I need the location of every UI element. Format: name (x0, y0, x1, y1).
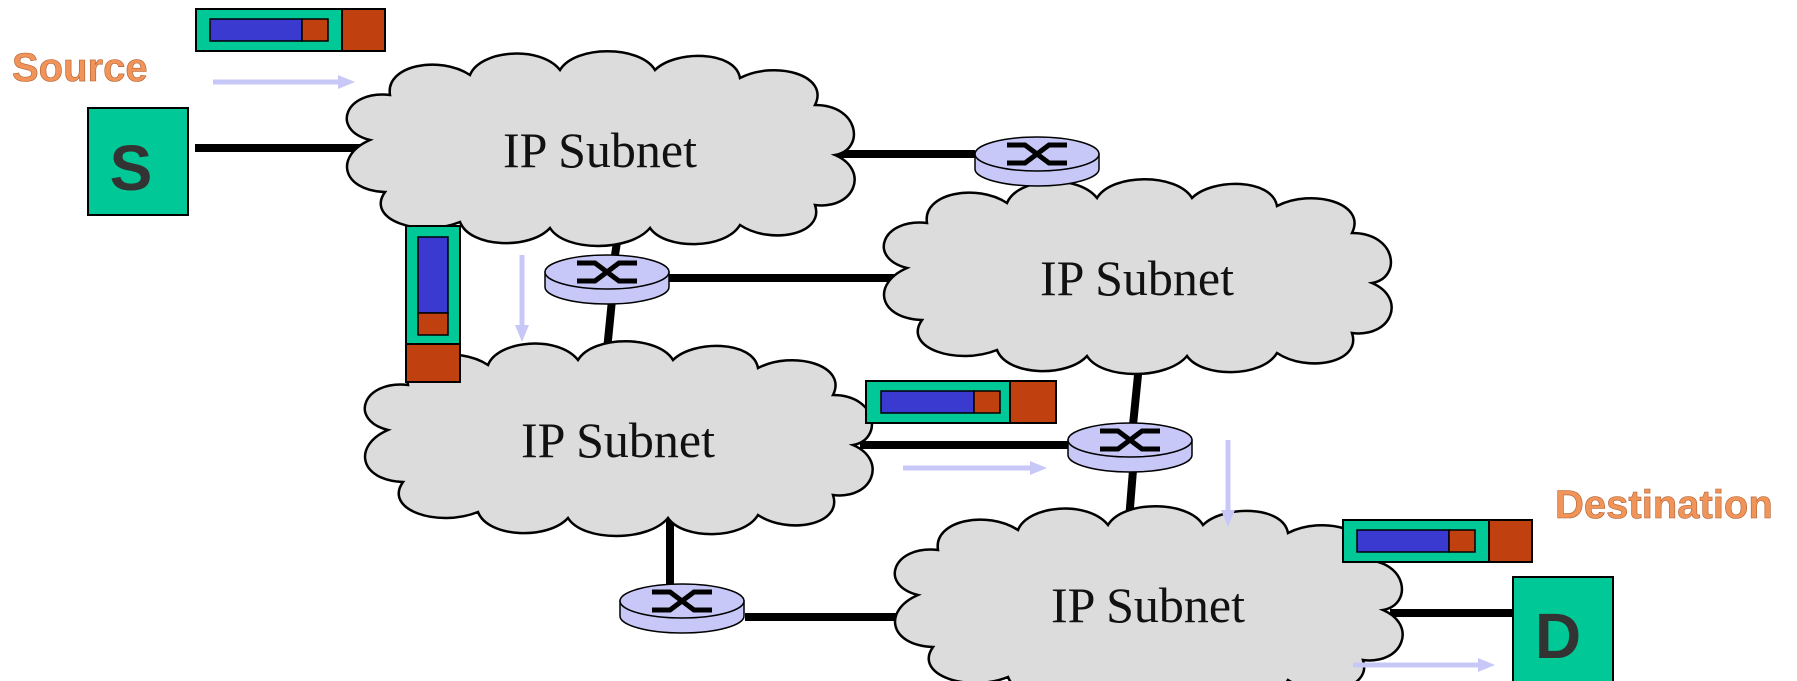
ip-subnet-4: IP Subnet (893, 505, 1404, 681)
destination-host: D (1512, 576, 1614, 681)
flow-arrow-icon (1353, 658, 1495, 672)
ip-subnet-2: IP Subnet (882, 178, 1393, 376)
packet-icon (1342, 519, 1533, 563)
subnet-label: IP Subnet (521, 412, 715, 468)
router-icon (974, 136, 1100, 187)
flow-arrow-icon (1221, 440, 1235, 527)
subnet-label: IP Subnet (503, 122, 697, 178)
links (195, 144, 1515, 621)
destination-host-letter: D (1535, 600, 1581, 672)
flow-arrow-icon (903, 461, 1047, 475)
flow-arrow-icon (515, 255, 529, 342)
ip-subnet-1: IP Subnet (345, 50, 856, 248)
ip-subnet-3: IP Subnet (363, 340, 874, 538)
source-host: S (87, 107, 189, 216)
router-icon (1067, 422, 1193, 473)
source-label: Source (12, 46, 148, 90)
packet-icon (405, 225, 461, 383)
destination-label: Destination (1555, 483, 1773, 527)
router-icon (619, 583, 745, 634)
subnet-label: IP Subnet (1051, 577, 1245, 633)
subnet-label: IP Subnet (1040, 250, 1234, 306)
packet-icon (195, 8, 386, 52)
source-host-letter: S (110, 132, 153, 204)
router-icon (544, 254, 670, 305)
flow-arrow-icon (213, 75, 355, 89)
packet-icon (865, 380, 1057, 424)
